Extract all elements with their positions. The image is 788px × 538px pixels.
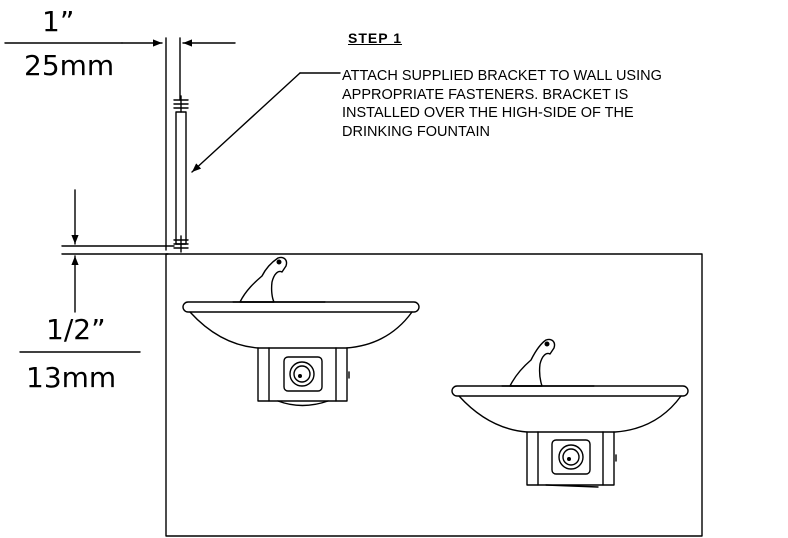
note-leader bbox=[191, 72, 341, 173]
bracket-body bbox=[175, 111, 187, 245]
step-line: DRINKING FOUNTAIN bbox=[342, 123, 490, 140]
width-mm-label: 25mm bbox=[24, 49, 115, 82]
fountain-low bbox=[451, 338, 689, 488]
step-line: APPROPRIATE FASTENERS. BRACKET IS bbox=[342, 86, 629, 103]
width-inches-label: 1” bbox=[42, 5, 75, 38]
offset-inches-label: 1/2” bbox=[46, 313, 106, 346]
wall-bracket bbox=[173, 95, 189, 253]
offset-dimension bbox=[19, 189, 175, 353]
step-line: ATTACH SUPPLIED BRACKET TO WALL USING bbox=[342, 68, 662, 84]
fountain-panel bbox=[165, 253, 703, 537]
step-title: STEP 1 bbox=[348, 30, 402, 46]
offset-mm-label: 13mm bbox=[26, 361, 117, 394]
width-dimension bbox=[4, 37, 236, 251]
step-line: INSTALLED OVER THE HIGH-SIDE OF THE bbox=[342, 105, 634, 121]
step-instructions: ATTACH SUPPLIED BRACKET TO WALL USING AP… bbox=[342, 67, 782, 141]
fountain-high bbox=[182, 256, 420, 407]
